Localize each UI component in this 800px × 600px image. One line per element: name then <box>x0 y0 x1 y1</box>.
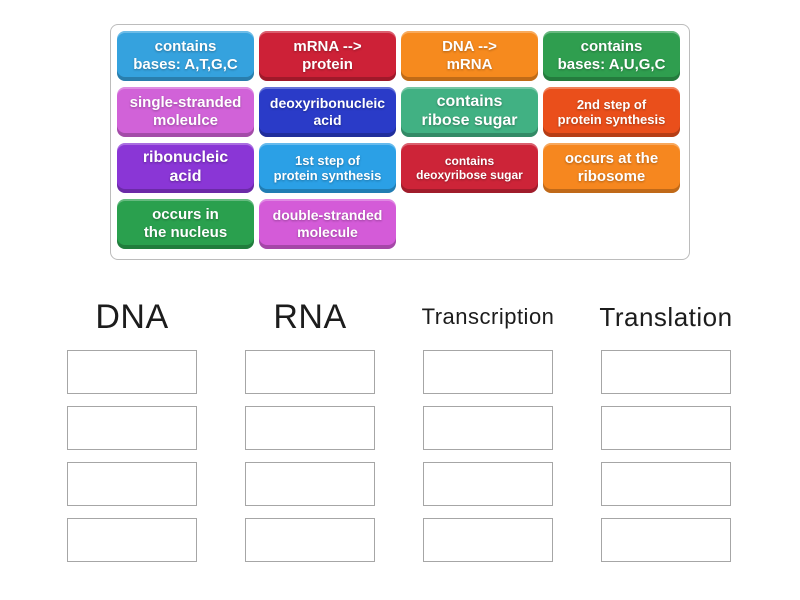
draggable-tile[interactable]: 1st step of protein synthesis <box>259 143 396 193</box>
draggable-tile[interactable]: occurs at the ribosome <box>543 143 680 193</box>
draggable-tile[interactable]: deoxyribonucleic acid <box>259 87 396 137</box>
answer-slot[interactable] <box>423 350 553 394</box>
answer-slot[interactable] <box>423 462 553 506</box>
draggable-tile[interactable]: contains ribose sugar <box>401 87 538 137</box>
answer-slot[interactable] <box>67 406 197 450</box>
draggable-tile[interactable]: contains bases: A,T,G,C <box>117 31 254 81</box>
group-title: DNA <box>95 297 169 336</box>
group-column: Translation <box>577 292 755 574</box>
draggable-tile[interactable]: 2nd step of protein synthesis <box>543 87 680 137</box>
draggable-tile[interactable]: double-stranded molecule <box>259 199 396 249</box>
answer-slot[interactable] <box>245 406 375 450</box>
answer-slot[interactable] <box>67 462 197 506</box>
group-column: Transcription <box>399 292 577 574</box>
groups-area: DNA RNA Transcription Translation <box>43 292 755 574</box>
group-title: Transcription <box>421 304 555 329</box>
draggable-tile[interactable]: occurs in the nucleus <box>117 199 254 249</box>
answer-slot[interactable] <box>423 518 553 562</box>
draggable-tile[interactable]: mRNA --> protein <box>259 31 396 81</box>
draggable-tile[interactable]: contains deoxyribose sugar <box>401 143 538 193</box>
answer-slot[interactable] <box>601 350 731 394</box>
group-column: RNA <box>221 292 399 574</box>
answer-slot[interactable] <box>67 518 197 562</box>
draggable-tile[interactable]: single-stranded moleulce <box>117 87 254 137</box>
group-column: DNA <box>43 292 221 574</box>
group-title: RNA <box>273 297 347 336</box>
answer-slot[interactable] <box>245 350 375 394</box>
answer-slot[interactable] <box>423 406 553 450</box>
answer-slot[interactable] <box>601 462 731 506</box>
answer-slot[interactable] <box>601 406 731 450</box>
answer-slot[interactable] <box>67 350 197 394</box>
draggable-tile[interactable]: DNA --> mRNA <box>401 31 538 81</box>
answer-slot[interactable] <box>245 518 375 562</box>
answer-slot[interactable] <box>245 462 375 506</box>
draggable-tile[interactable]: ribonucleic acid <box>117 143 254 193</box>
answer-slot[interactable] <box>601 518 731 562</box>
group-title: Translation <box>599 301 733 332</box>
draggable-tile[interactable]: contains bases: A,U,G,C <box>543 31 680 81</box>
